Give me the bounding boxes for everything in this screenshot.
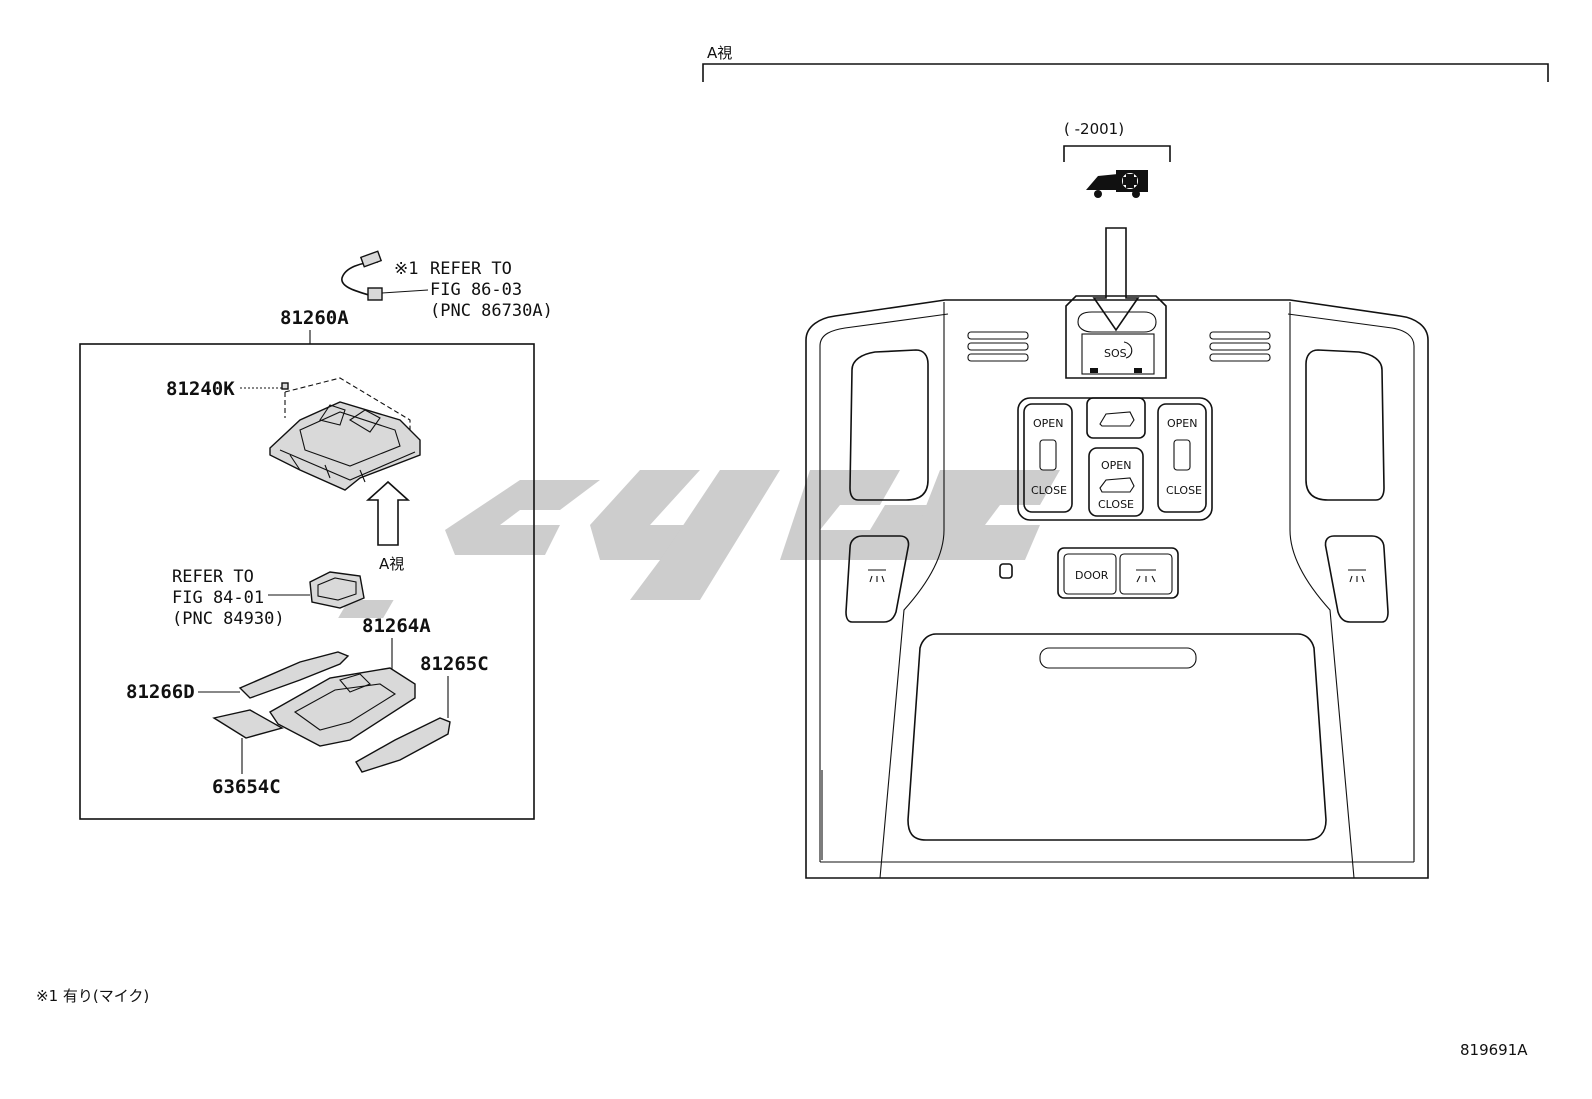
pad-part [212,709,284,739]
ambulance-icon [1086,170,1148,198]
console-bezel [269,667,416,747]
assembly-frame [79,343,535,820]
date-range: ( -2001) [1064,120,1124,138]
mic-ref-line3: (PNC 86730A) [430,301,553,321]
door-button-label: DOOR [1075,569,1109,582]
label-assembly: 81260A [280,307,349,329]
view-label-small: A視 [379,555,404,573]
door-lamp-switch: DOOR [1057,547,1179,599]
view-arrow-large [1092,227,1140,332]
mic-ref-line1: REFER TO [430,259,512,279]
left-lamp-button [845,535,910,623]
vent-left [967,331,1029,362]
label-cover-left: 81266D [126,681,195,703]
center-door-switch: OPEN CLOSE [1088,447,1144,517]
footnote: ※1 有り(マイク) [36,987,149,1005]
trim-right [355,717,451,773]
right-door-switch: OPEN CLOSE [1157,403,1207,513]
left-close-label: CLOSE [1031,484,1067,497]
label-pad: 63654C [212,776,281,798]
watermark-logo [338,470,1060,618]
view-arrow-small [365,480,411,546]
left-door-switch: OPEN CLOSE [1023,403,1073,513]
mic-ref-line2: FIG 86-03 [430,280,522,300]
view-title: A視 [707,44,732,62]
figure-id: 819691A [1460,1041,1528,1059]
switch-ref-line2: FIG 84-01 [172,588,264,608]
right-lamp-button [1324,535,1389,623]
right-open-label: OPEN [1167,417,1197,430]
center-open-label: OPEN [1101,459,1131,472]
switch-ref-line1: REFER TO [172,567,254,587]
switch-part [309,571,365,609]
mic-harness-part [341,250,429,301]
mic-ref-mark: ※1 [394,259,418,279]
right-close-label: CLOSE [1166,484,1202,497]
label-lens: 81240K [166,378,235,400]
sos-button-label: SOS [1104,347,1127,360]
label-cover-right: 81265C [420,653,489,675]
console-panel: SOS OPEN CLOSE OPEN CLOSE OPEN CLOSE [805,295,1429,879]
switch-ref-line3: (PNC 84930) [172,609,285,629]
rear-hatch-switch [1086,397,1146,439]
trim-left [238,651,350,699]
left-open-label: OPEN [1033,417,1063,430]
center-close-label: CLOSE [1098,498,1134,511]
label-housing: 81264A [362,615,431,637]
vent-right [1209,331,1271,362]
overhead-console-housing [269,377,421,491]
